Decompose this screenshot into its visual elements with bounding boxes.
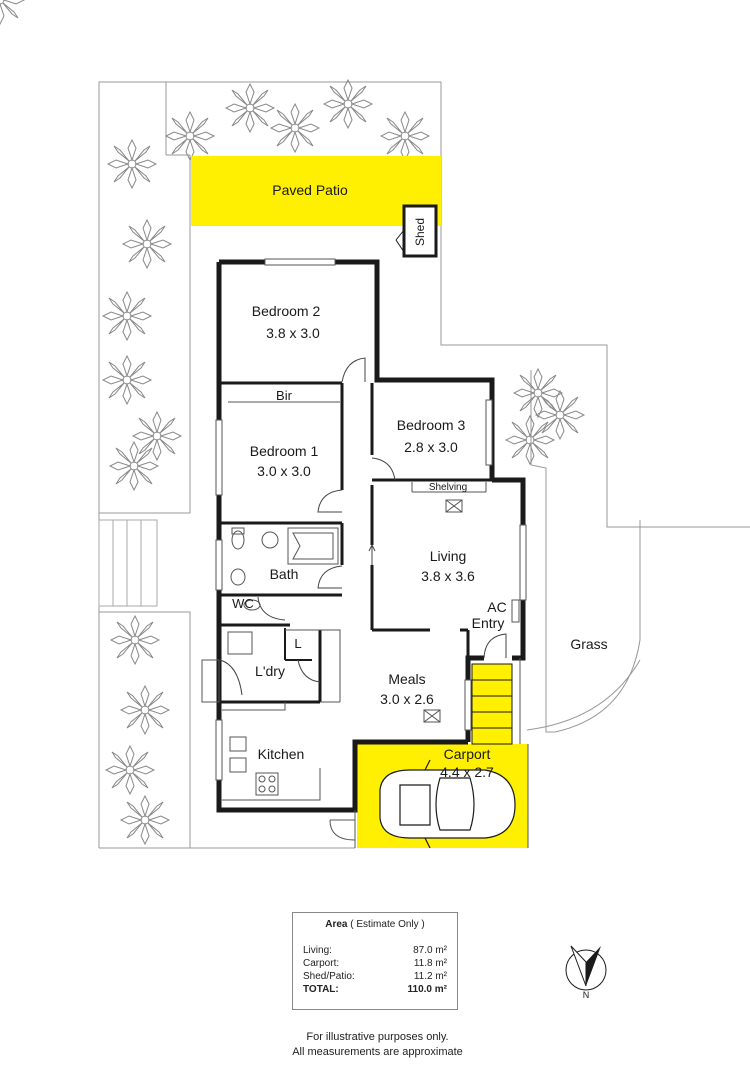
bir-label: Bir — [276, 388, 293, 403]
shed-area — [402, 204, 438, 258]
area-row-shed-patio: Shed/Patio: 11.2 m² — [303, 970, 447, 983]
wc-label: WC — [232, 596, 254, 611]
area-row-value: 11.2 m² — [413, 971, 447, 982]
area-row-label: Living: — [303, 945, 332, 956]
living-size: 3.8 x 3.6 — [421, 568, 475, 584]
disclaimer: For illustrative purposes only. All meas… — [250, 1030, 505, 1060]
bedroom3-name: Bedroom 3 — [397, 417, 466, 433]
bedroom2-size: 3.8 x 3.0 — [266, 325, 320, 341]
disclaimer-line-1: For illustrative purposes only. — [306, 1031, 449, 1043]
area-total-label: TOTAL: — [303, 984, 339, 995]
bedroom1-size: 3.0 x 3.0 — [257, 463, 311, 479]
kitchen-label: Kitchen — [258, 746, 305, 762]
north-compass: N — [565, 945, 607, 1000]
ac-label: AC — [487, 599, 506, 615]
meals-name: Meals — [388, 671, 425, 687]
area-row-value: 11.8 m² — [413, 958, 447, 969]
area-table-title: Area ( Estimate Only ) — [303, 919, 447, 930]
area-row-total: TOTAL: 110.0 m² — [303, 983, 447, 996]
interior-fixtures — [201, 258, 529, 848]
carport-name: Carport — [444, 746, 491, 762]
plant-icon — [0, 0, 26, 26]
paved-patio-area — [191, 156, 441, 226]
area-row-label: Carport: — [303, 958, 340, 969]
meals-size: 3.0 x 2.6 — [380, 691, 434, 707]
carport-size: 4.4 x 2.7 — [440, 764, 494, 780]
laundry-label: L'dry — [255, 663, 285, 679]
area-row-living: Living: 87.0 m² — [303, 944, 447, 957]
area-row-label: Shed/Patio: — [303, 971, 355, 982]
area-row-carport: Carport: 11.8 m² — [303, 957, 447, 970]
living-name: Living — [430, 548, 467, 564]
area-table: Area ( Estimate Only ) Living: 87.0 m² Ca… — [292, 912, 458, 1010]
side-steps — [98, 519, 158, 607]
grass-label: Grass — [570, 636, 607, 652]
door-swings — [219, 357, 507, 696]
car-icon — [379, 759, 516, 849]
shelving-label: Shelving — [429, 482, 467, 493]
bedroom3-size: 2.8 x 3.0 — [404, 439, 458, 455]
area-total-value: 110.0 m² — [407, 984, 447, 995]
disclaimer-line-2: All measurements are approximate — [292, 1046, 463, 1058]
entry-steps — [471, 663, 513, 745]
compass-north-label: N — [583, 990, 590, 1000]
garden-plants — [0, 0, 585, 845]
area-row-value: 87.0 m² — [413, 945, 447, 956]
area-title-bold: Area — [325, 919, 348, 930]
bath-label: Bath — [270, 566, 299, 582]
entry-label: Entry — [472, 615, 505, 631]
bedroom1-name: Bedroom 1 — [250, 443, 319, 459]
bedroom2-name: Bedroom 2 — [252, 303, 321, 319]
shed-label: Shed — [413, 218, 427, 246]
area-title-note: ( Estimate Only ) — [350, 919, 425, 930]
paved-patio-label: Paved Patio — [272, 182, 348, 198]
linen-label: L — [294, 636, 301, 651]
